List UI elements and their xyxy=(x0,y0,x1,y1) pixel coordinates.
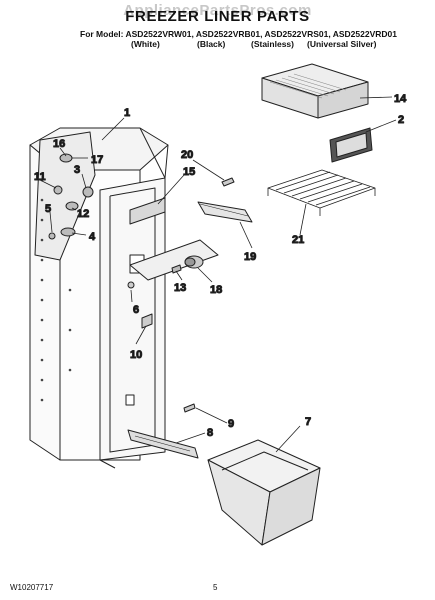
callout-9: 9 xyxy=(228,418,234,430)
callout-7: 7 xyxy=(305,416,311,428)
wire-shelf-drawing xyxy=(267,169,376,216)
color-stainless: (Stainless) xyxy=(251,39,294,49)
callout-8: 8 xyxy=(207,427,213,439)
callout-1: 1 xyxy=(124,107,130,119)
callout-10: 10 xyxy=(130,349,142,361)
document-number: W10207717 xyxy=(10,583,54,592)
color-black: (Black) xyxy=(197,39,226,49)
callout-21: 21 xyxy=(292,234,304,246)
callout-20: 20 xyxy=(181,149,193,161)
color-white: (White) xyxy=(131,39,160,49)
freezer-liner-drawing xyxy=(29,127,169,469)
callout-3: 3 xyxy=(74,164,80,176)
liner-hardware xyxy=(48,153,94,240)
color-universal-silver: (Universal Silver) xyxy=(307,39,377,49)
callout-17: 17 xyxy=(91,154,103,166)
callout-2: 2 xyxy=(398,114,404,126)
callout-4: 4 xyxy=(89,231,96,243)
page-number: 5 xyxy=(213,583,218,592)
air-duct-cover-drawing xyxy=(129,197,166,225)
fastener-10-drawing xyxy=(141,313,153,329)
callout-19: 19 xyxy=(244,251,256,263)
callout-14: 14 xyxy=(394,93,407,105)
model-list: For Model: ASD2522VRW01, ASD2522VRB01, A… xyxy=(80,29,397,39)
page-title: FREEZER LINER PARTS xyxy=(125,8,310,25)
callout-numbers: 1 14 2 16 17 3 11 12 5 4 20 15 19 21 13 … xyxy=(34,93,408,440)
callout-13: 13 xyxy=(174,282,186,294)
callout-5: 5 xyxy=(45,203,51,215)
callout-6: 6 xyxy=(133,304,139,316)
fastener-6-drawing xyxy=(127,281,135,289)
callout-12: 12 xyxy=(77,208,89,220)
callout-16: 16 xyxy=(53,138,65,150)
callout-18: 18 xyxy=(210,284,222,296)
bracket-8-drawing xyxy=(127,429,199,459)
ice-bin-drawing xyxy=(207,439,321,546)
shelf-drawing xyxy=(261,63,369,119)
shelf-support-drawing xyxy=(197,177,253,223)
light-assembly-drawing xyxy=(129,239,219,281)
callout-11: 11 xyxy=(34,171,46,183)
screw-9-drawing xyxy=(183,403,196,413)
leader-lines xyxy=(39,96,397,453)
watermark: AppliancePartsPros.com xyxy=(123,2,312,19)
callout-15: 15 xyxy=(183,166,195,178)
